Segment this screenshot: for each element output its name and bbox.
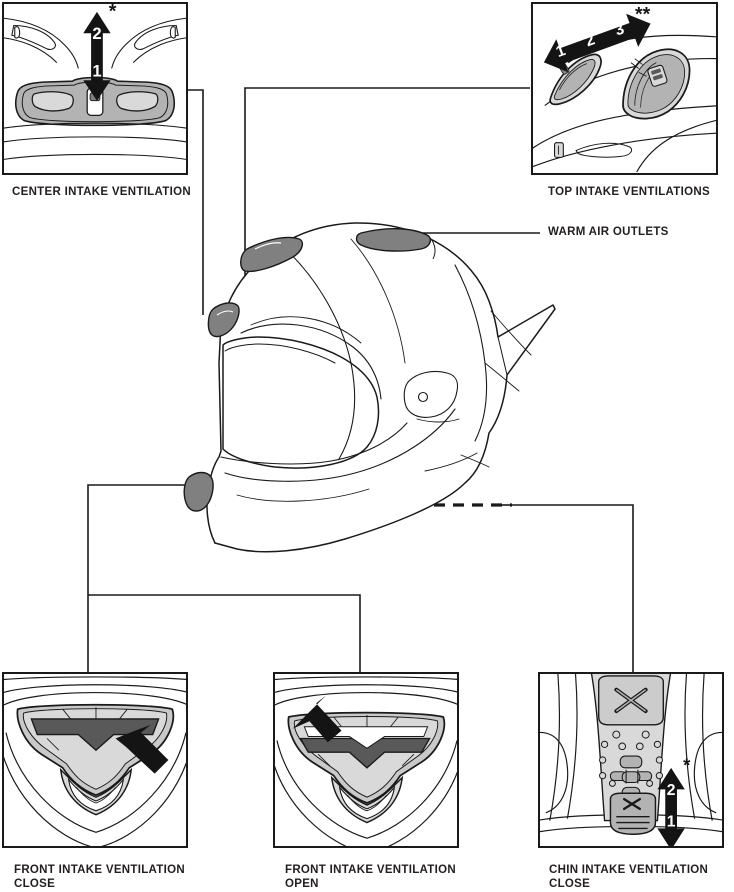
caption-chin-intake-ventilation-close: CHIN INTAKE VENTILATION CLOSE — [549, 864, 709, 890]
center-footnote-asterisk: * — [109, 4, 117, 23]
top-intake-illustration: 1 2 3 ** — [533, 4, 716, 173]
panel-chin-intake-ventilation-close: 2 1 * — [538, 672, 724, 848]
panel-center-intake-ventilation: 2 1 * — [2, 2, 188, 175]
chin-arrow-label-2: 2 — [667, 782, 676, 799]
chin-arrow-label-1: 1 — [667, 813, 676, 830]
panel-top-intake-ventilations: 1 2 3 ** — [531, 2, 718, 175]
caption-front-intake-ventilation-open: FRONT INTAKE VENTILATION OPEN — [285, 864, 456, 890]
caption-center-intake-ventilation: CENTER INTAKE VENTILATION — [12, 186, 191, 198]
chin-intake-close-illustration: 2 1 * — [540, 674, 722, 846]
panel-front-intake-ventilation-close — [2, 672, 188, 848]
center-arrow-label-1: 1 — [92, 61, 101, 80]
helmet-side-view-illustration — [155, 205, 575, 575]
helmet-drawing — [183, 222, 556, 553]
center-arrow-label-2: 2 — [92, 24, 101, 43]
caption-front-intake-ventilation-close: FRONT INTAKE VENTILATION CLOSE — [14, 864, 185, 890]
center-intake-illustration: 2 1 * — [4, 4, 186, 173]
chin-footnote-asterisk: * — [683, 755, 691, 776]
panel-front-intake-ventilation-open — [273, 672, 459, 848]
front-intake-open-illustration — [275, 674, 457, 846]
front-intake-close-illustration — [4, 674, 186, 846]
caption-top-intake-ventilations: TOP INTAKE VENTILATIONS — [548, 186, 710, 198]
top-footnote-asterisks: ** — [635, 4, 651, 26]
callout-warm-air-outlets: WARM AIR OUTLETS — [548, 226, 669, 238]
